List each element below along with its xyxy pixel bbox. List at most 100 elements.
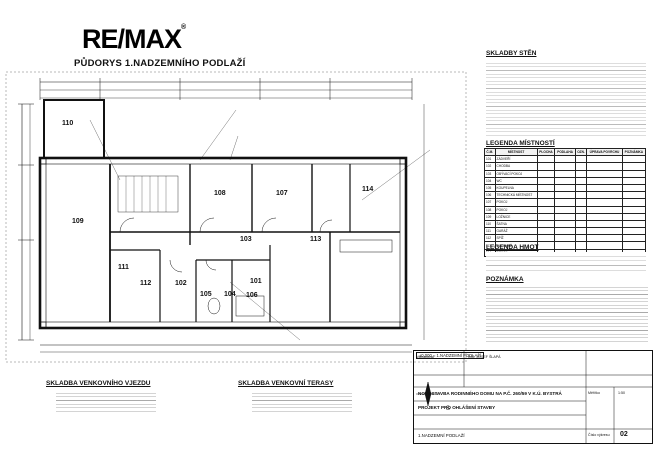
table-cell: SPÍŽ [494,234,538,243]
table-cell [621,198,647,207]
table-cell [586,169,623,178]
table-cell [621,183,647,193]
table-cell: OBÝVACÍ POKOJ [494,169,538,178]
table-cell [574,227,588,236]
table-cell [574,198,588,207]
table-cell: 110 [484,219,496,229]
table-cell [621,234,647,243]
table-cell [554,212,576,221]
table-cell: 111 [484,227,496,236]
notes-body [486,284,648,344]
room-label: 103 [240,236,252,243]
rooms-legend-title: LEGENDA MÍSTNOSTÍ [486,140,555,147]
table-cell [586,241,623,250]
table-cell [574,212,588,221]
table-cell [536,183,556,193]
table-cell: 108 [484,205,496,214]
table-cell: WC [494,176,538,185]
scale-label: Měřítko [588,391,600,395]
entrance-title: SKLADBA VENKOVNÍHO VJEZDU [46,380,151,387]
entrance-notes [56,390,156,414]
room-label: 105 [200,291,212,298]
table-cell [536,212,556,221]
table-cell: POKOJ [494,198,538,207]
room-label: 106 [246,292,258,299]
table-cell: 109 [484,212,496,221]
table-cell [621,162,647,171]
table-cell [586,219,623,229]
table-cell: 102 [484,162,496,171]
table-header: POZNÁMKA [621,147,647,157]
project-name: NOVOSTAVBA RODINNÉHO DOMU NA P.Č. 260/59… [418,391,562,396]
table-cell [536,205,556,214]
table-cell [621,212,647,221]
materials-legend-title: LEGENDA HMOT [486,244,539,251]
table-cell [554,205,576,214]
table-cell [536,169,556,178]
author-value: ING. JOSEF ŠLAPÁ [468,355,501,359]
table-cell [536,162,556,171]
project-stage: PROJEKT PRO OHLÁŠENÍ STAVBY [418,405,496,410]
table-cell [554,183,576,193]
number-label: Číslo výkresu [588,433,610,437]
room-label: 111 [118,264,129,271]
sheet-name: 1.NADZEMNÍ PODLAŽÍ [418,433,465,438]
sheet-number: 02 [620,431,628,438]
table-cell [536,176,556,185]
table-cell: 112 [484,234,496,243]
table-cell: ZÁDVEŘÍ [494,155,538,164]
table-cell: 105 [484,183,496,193]
north-label: S [446,406,451,412]
terrace-notes [252,390,352,414]
table-cell [574,234,588,243]
table-cell [586,205,623,214]
table-cell [554,162,576,171]
table-cell [554,241,576,250]
walls-title: SKLADBY STĚN [486,50,537,57]
table-cell [621,219,647,229]
table-cell [536,219,556,229]
room-label: 108 [214,190,226,197]
table-cell [586,176,623,185]
table-cell: ŠATNA [494,219,538,229]
remax-logo: RE/MAX® [82,24,186,54]
table-cell [554,198,576,207]
room-label: 101 [250,278,262,285]
table-cell [621,227,647,236]
table-cell [574,162,588,171]
table-cell [586,191,623,200]
table-header: MÍSTNOST [494,147,538,157]
table-cell [536,155,556,164]
room-label: 107 [276,190,288,197]
drawing-title: PŮDORYS 1.NADZEMNÍHO PODLAŽÍ [74,58,246,69]
room-label: 114 [362,186,374,193]
author-label: Vypracoval [416,355,434,359]
table-cell: 104 [484,176,496,185]
table-cell [621,176,647,185]
room-label: 102 [175,280,187,287]
table-cell: GARÁŽ [494,227,538,236]
table-cell [574,183,588,193]
table-cell: 101 [484,155,496,164]
table-cell [621,169,647,178]
table-cell [574,176,588,185]
room-label: 110 [62,120,74,127]
table-cell: TECHNICKÁ MÍSTNOST [494,191,538,200]
table-cell [586,183,623,193]
table-header: ÚPRAVA POVRCHU [586,147,623,157]
table-cell [586,227,623,236]
table-header: Č.M. [484,147,496,157]
table-header: PODLAHA [554,147,576,157]
title-block: Vypracoval ING. JOSEF ŠLAPÁ NOVOSTAVBA R… [413,350,653,444]
